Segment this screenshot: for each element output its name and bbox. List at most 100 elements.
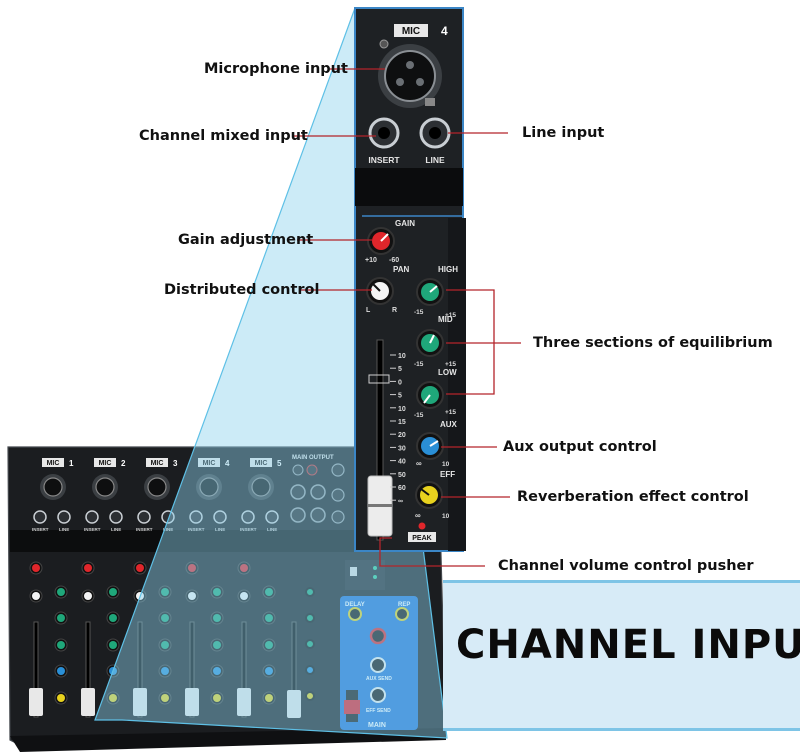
mixer-fader[interactable] <box>185 688 199 716</box>
pan-label: PAN <box>393 265 410 274</box>
mixer-knob[interactable] <box>188 564 196 572</box>
mixer-insert-label: INSERT <box>240 527 257 532</box>
eq-mid-knob[interactable] <box>416 329 444 357</box>
mixer-knob[interactable] <box>265 588 273 596</box>
fader-tick-label: 30 <box>398 445 406 452</box>
mixer-knob[interactable] <box>305 639 315 649</box>
fader-tick-label: 60 <box>398 485 406 492</box>
mixer-line-jack[interactable] <box>161 510 175 524</box>
eq-low-knob[interactable] <box>416 381 444 409</box>
gain-min: +10 <box>365 257 377 264</box>
mixer-knob[interactable] <box>161 694 169 702</box>
mixer-xlr-jack[interactable] <box>199 477 219 497</box>
mixer-knob[interactable] <box>57 694 65 702</box>
mixer-knob[interactable] <box>213 614 221 622</box>
mixer-knob[interactable] <box>213 694 221 702</box>
mixer-insert-label: INSERT <box>84 527 101 532</box>
mixer-line-jack[interactable] <box>109 510 123 524</box>
mixer-line-jack[interactable] <box>265 510 279 524</box>
fader-tick-label: 15 <box>398 419 406 426</box>
callout-distributed-control: Distributed control <box>164 282 320 298</box>
mixer-knob[interactable] <box>161 641 169 649</box>
mixer-fader[interactable] <box>29 688 43 716</box>
mixer-insert-label: INSERT <box>32 527 49 532</box>
mixer-knob[interactable] <box>265 694 273 702</box>
power-section <box>345 560 385 590</box>
insert-jack[interactable] <box>368 117 400 149</box>
mixer-knob[interactable] <box>161 614 169 622</box>
main-output-label: MAIN OUTPUT <box>292 455 334 461</box>
peak-label: PEAK <box>412 535 431 542</box>
xlr-microphone-jack[interactable] <box>378 44 442 108</box>
mixer-xlr-jack[interactable] <box>95 477 115 497</box>
aux-knob[interactable] <box>416 432 444 460</box>
mixer-knob[interactable] <box>84 592 92 600</box>
mixer-knob[interactable] <box>213 641 221 649</box>
mixer-knob[interactable] <box>240 592 248 600</box>
mixer-insert-jack[interactable] <box>137 510 151 524</box>
mixer-knob[interactable] <box>213 588 221 596</box>
high-min: -15 <box>414 309 424 316</box>
line-jack[interactable] <box>419 117 451 149</box>
mixer-knob[interactable] <box>57 667 65 675</box>
mixer-knob[interactable] <box>188 592 196 600</box>
mixer-knob[interactable] <box>305 665 315 675</box>
mixer-knob[interactable] <box>265 641 273 649</box>
mixer-insert-jack[interactable] <box>189 510 203 524</box>
mixer-knob[interactable] <box>109 614 117 622</box>
callout-reverb-effect: Reverberation effect control <box>517 489 749 505</box>
mixer-insert-jack[interactable] <box>85 510 99 524</box>
mixer-insert-label: INSERT <box>188 527 205 532</box>
mixer-knob[interactable] <box>32 592 40 600</box>
mixer-fader[interactable] <box>237 688 251 716</box>
mixer-knob[interactable] <box>265 667 273 675</box>
pan-left: L <box>366 307 371 314</box>
mixer-insert-jack[interactable] <box>33 510 47 524</box>
channel-fader[interactable] <box>367 339 393 541</box>
mixer-fader[interactable] <box>81 688 95 716</box>
mixer-knob[interactable] <box>57 641 65 649</box>
mixer-knob[interactable] <box>57 588 65 596</box>
mixer-xlr-jack[interactable] <box>147 477 167 497</box>
mixer-knob[interactable] <box>109 694 117 702</box>
mixer-knob[interactable] <box>213 667 221 675</box>
mixer-insert-jack[interactable] <box>241 510 255 524</box>
mixer-knob[interactable] <box>136 564 144 572</box>
mixer-knob[interactable] <box>109 641 117 649</box>
banner-title: CHANNEL INPUT <box>456 622 800 668</box>
fader-tick-label: 5 <box>398 393 402 400</box>
mixer-knob[interactable] <box>305 587 315 597</box>
mixer-fader[interactable] <box>287 690 301 718</box>
mixer-knob[interactable] <box>109 588 117 596</box>
fader-tick-label: ∞ <box>398 498 403 505</box>
mixer-line-jack[interactable] <box>213 510 227 524</box>
mixer-knob[interactable] <box>305 691 315 701</box>
mixer-knob[interactable] <box>161 588 169 596</box>
gain-knob[interactable] <box>367 227 395 255</box>
eff-knob[interactable] <box>415 481 443 509</box>
mixer-knob[interactable] <box>305 613 315 623</box>
eq-high-knob[interactable] <box>416 278 444 306</box>
mixer-knob[interactable] <box>32 564 40 572</box>
mixer-knob[interactable] <box>265 614 273 622</box>
mixer-xlr-jack[interactable] <box>251 477 271 497</box>
mixer-line-label: LINE <box>59 527 69 532</box>
mid-max: +15 <box>445 361 456 368</box>
mixer-knob[interactable] <box>57 614 65 622</box>
mic-label: MIC <box>402 26 420 37</box>
pan-knob[interactable] <box>366 277 394 305</box>
mixer-fader[interactable] <box>133 688 147 716</box>
eff-send-label: EFF SEND <box>366 708 391 714</box>
callout-line-input: Line input <box>522 125 605 141</box>
mixer-line-jack[interactable] <box>57 510 71 524</box>
mixer-knob[interactable] <box>240 564 248 572</box>
mixer-knob[interactable] <box>84 564 92 572</box>
high-max: +15 <box>445 312 456 319</box>
insert-label: INSERT <box>368 155 400 165</box>
mixer-xlr-jack[interactable] <box>43 477 63 497</box>
mixer-knob[interactable] <box>161 667 169 675</box>
low-max: +15 <box>445 409 456 416</box>
fader-tick-label: 20 <box>398 432 406 439</box>
